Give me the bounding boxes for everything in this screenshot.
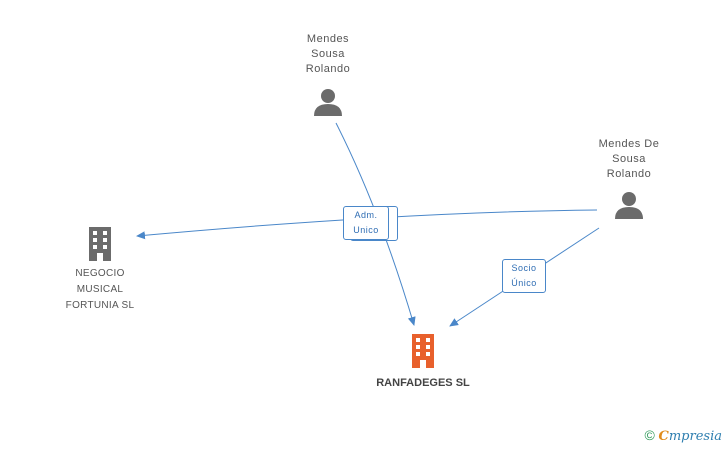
node-person1[interactable]: Mendes Sousa Rolando <box>283 32 373 122</box>
brand-initial: C <box>658 429 669 444</box>
copyright-symbol: © <box>644 427 655 443</box>
building-icon <box>89 227 111 261</box>
company-main-name: RANFADEGES SL <box>376 377 470 389</box>
node-person2[interactable]: Mendes De Sousa Rolando <box>583 137 675 225</box>
node-company-main[interactable]: RANFADEGES SL <box>360 334 486 389</box>
node-company1[interactable]: NEGOCIO MUSICAL FORTUNIA SL <box>52 227 148 314</box>
edge-label-socio[interactable]: Socio Único <box>502 259 546 293</box>
person2-name: Mendes De Sousa Rolando <box>598 138 660 180</box>
edge-label-adm[interactable]: Adm. Unico <box>343 206 389 240</box>
person-icon <box>615 192 643 219</box>
brand-name: mpresia <box>668 429 722 444</box>
company1-name: NEGOCIO MUSICAL FORTUNIA SL <box>65 268 135 311</box>
building-icon <box>412 334 434 368</box>
person-icon <box>314 89 342 116</box>
brand-footer: © Cmpresia <box>645 427 722 444</box>
person1-name: Mendes Sousa Rolando <box>305 33 351 75</box>
